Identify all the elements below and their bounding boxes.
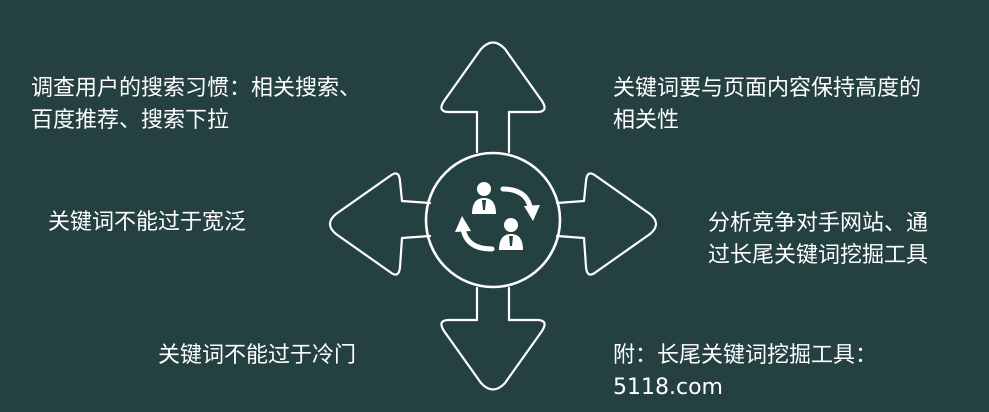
text-top-left-line2: 百度推荐、搜索下拉: [31, 108, 230, 133]
text-top-left-line1: 调查用户的搜索习惯：相关搜索、: [31, 76, 362, 101]
text-top-left: 调查用户的搜索习惯：相关搜索、 百度推荐、搜索下拉: [31, 73, 361, 137]
text-middle-left: 关键词不能过于宽泛: [48, 207, 246, 239]
down-arrow: [440, 286, 546, 391]
people-exchange-icon: [455, 182, 540, 252]
text-middle-left-line1: 关键词不能过于宽泛: [48, 210, 247, 235]
up-arrow: [440, 41, 546, 154]
left-arrow: [328, 172, 432, 276]
text-bottom-right-line1: 附：长尾关键词挖掘工具：: [613, 343, 878, 368]
center-circle: [424, 151, 562, 289]
text-middle-right-line2: 过长尾关键词挖掘工具: [708, 243, 929, 268]
text-bottom-right-line2: 5118.com: [613, 375, 723, 400]
text-top-right: 关键词要与页面内容保持高度的 相关性: [613, 73, 921, 137]
text-top-right-line2: 相关性: [613, 108, 680, 133]
right-arrow: [555, 172, 658, 276]
text-top-right-line1: 关键词要与页面内容保持高度的: [613, 76, 922, 101]
text-middle-right-line1: 分析竞争对手网站、通: [708, 211, 929, 236]
text-bottom-left-line1: 关键词不能过于冷门: [158, 343, 357, 368]
text-bottom-left: 关键词不能过于冷门: [158, 340, 356, 372]
text-bottom-right: 附：长尾关键词挖掘工具： 5118.com: [613, 340, 877, 404]
text-middle-right: 分析竞争对手网站、通 过长尾关键词挖掘工具: [708, 208, 928, 272]
